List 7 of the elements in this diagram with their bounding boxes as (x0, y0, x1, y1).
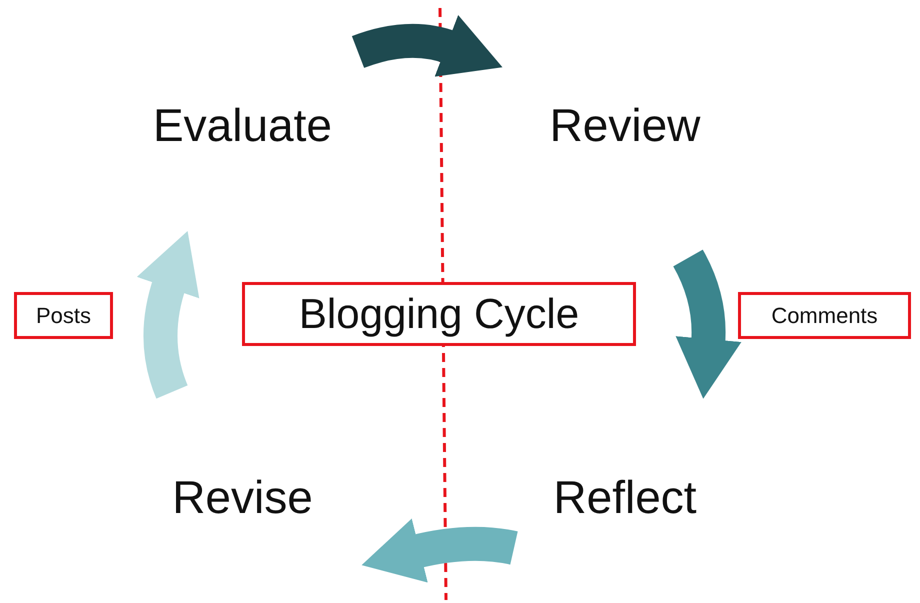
stage-label: Evaluate (152, 98, 332, 152)
stage-label: Revise (172, 470, 313, 524)
label-box: Posts (14, 292, 113, 339)
label-box: Comments (738, 292, 911, 339)
stage-label: Reflect (553, 470, 697, 524)
stage-label: Review (550, 98, 700, 152)
label-box: Blogging Cycle (242, 282, 636, 346)
